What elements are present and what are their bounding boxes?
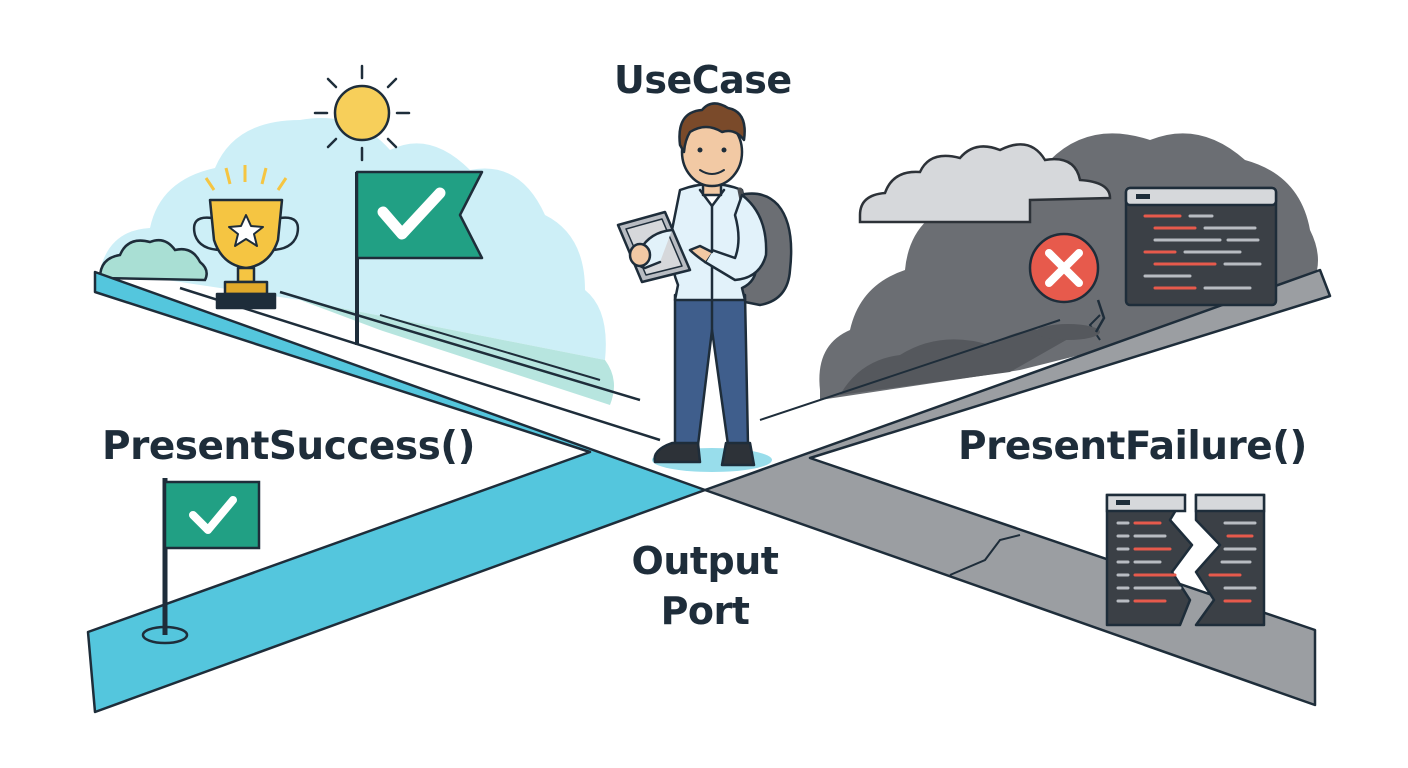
check-flag-icon	[355, 170, 484, 345]
output-port-line2: Port	[660, 589, 750, 633]
output-port-label: Output Port	[600, 536, 810, 636]
sun-icon	[313, 64, 411, 162]
broken-code-window-icon	[1105, 493, 1266, 627]
output-port-line1: Output	[631, 539, 779, 583]
person-with-tablet-icon	[616, 102, 793, 472]
trophy-icon	[192, 165, 300, 310]
small-bushes	[98, 239, 208, 282]
code-window-icon	[1124, 186, 1278, 307]
usecase-label: UseCase	[614, 58, 792, 102]
error-x-icon	[1028, 232, 1106, 340]
present-failure-label: PresentFailure()	[958, 424, 1307, 469]
present-success-label: PresentSuccess()	[102, 424, 475, 469]
small-check-flag-icon	[141, 478, 261, 645]
